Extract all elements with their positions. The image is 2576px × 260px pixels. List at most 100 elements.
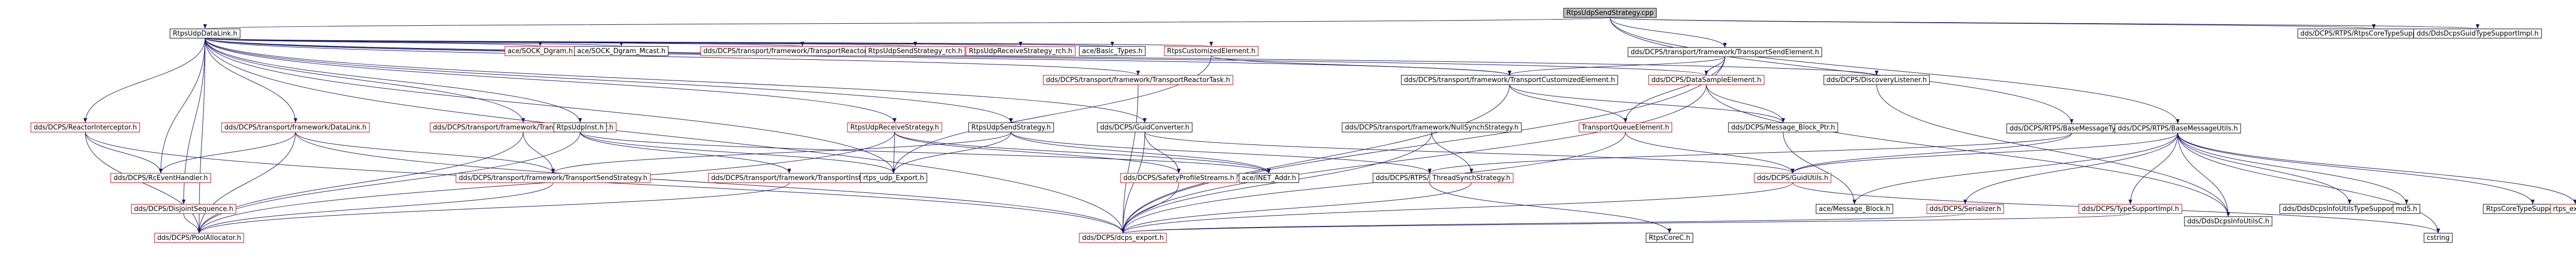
dependency-edge [580, 132, 895, 174]
node-label: RtpsUdpSendStrategy.cpp [1566, 9, 1654, 17]
include-node-n27[interactable]: dds/DCPS/Message_Block_Ptr.h [1728, 122, 1838, 133]
include-node-n47[interactable]: dds/DCPS/dcps_export.h [1079, 233, 1167, 243]
include-node-n46[interactable]: dds/DCPS/PoolAllocator.h [154, 233, 244, 243]
include-node-n2[interactable]: dds/DCPS/transport/framework/TransportSe… [1628, 47, 1822, 57]
include-node-n23[interactable]: RtpsUdpSendStrategy.h [968, 122, 1054, 133]
node-box [1429, 173, 1514, 183]
include-node-n17[interactable]: dds/DCPS/transport/framework/TransportCu… [1401, 75, 1618, 85]
dependency-edge [891, 132, 1011, 174]
dependency-edge [1509, 84, 1785, 123]
include-node-n22[interactable]: RtpsUdpReceiveStrategy.h [847, 122, 942, 133]
node-label: RtpsCustomizedElement.h [1167, 47, 1256, 55]
include-node-n4[interactable]: dds/DCPS/RTPS/BaseMessageUtils.h [2114, 123, 2241, 134]
node-box [847, 122, 942, 133]
dependency-edge [205, 38, 1878, 76]
dependency-edge [1431, 132, 1473, 174]
dependency-edges [83, 17, 2576, 234]
dependency-edge [891, 55, 1212, 174]
dependency-edge [197, 182, 790, 234]
node-box [1079, 46, 1146, 56]
dependency-edge [205, 38, 1013, 123]
node-label: cstring [2427, 234, 2449, 242]
dependency-edge [894, 132, 1271, 174]
dependency-edge [1623, 56, 1725, 123]
node-box [1401, 75, 1618, 85]
include-node-n26[interactable]: TransportQueueElement.h [1579, 122, 1672, 133]
node-box [860, 173, 927, 183]
node-label: dds/DCPS/PoolAllocator.h [157, 234, 241, 242]
dependency-edge [1791, 133, 2178, 174]
include-node-n13[interactable]: RtpsUdpReceiveStrategy_rch.h [965, 46, 1076, 56]
dependency-edge [1609, 17, 1727, 48]
node-box [30, 122, 140, 133]
include-node-n15[interactable]: RtpsCustomizedElement.h [1164, 46, 1259, 56]
dependency-edge [2177, 133, 2409, 205]
include-node-n33[interactable]: ace/INET_Addr.h [1239, 173, 1299, 183]
node-box [2184, 216, 2273, 226]
dependency-edge [2177, 133, 2352, 205]
dependency-edge [1011, 132, 1432, 174]
dependency-edge [2177, 133, 2230, 217]
node-label: dds/DCPS/GuidConverter.h [1100, 124, 1189, 132]
include-node-n49[interactable]: cstring [2424, 233, 2453, 243]
include-node-n32[interactable]: dds/DCPS/SafetyProfileStreams.h [1120, 173, 1238, 183]
node-box [1728, 122, 1838, 133]
node-label: dds/DdsDcpsGuidTypeSupportImpl.h [2416, 30, 2538, 38]
dependency-edge [1121, 84, 1510, 234]
node-box [1646, 233, 1693, 243]
include-node-n35[interactable]: ThreadSynchStrategy.h [1429, 173, 1514, 183]
include-node-n30[interactable]: dds/DCPS/transport/framework/TransportIn… [708, 173, 871, 183]
include-node-n39[interactable]: dds/DCPS/TypeSupportImpl.h [2078, 204, 2182, 214]
dependency-edge [523, 132, 555, 174]
dependency-edge [205, 38, 1147, 123]
node-box [2114, 123, 2241, 134]
include-node-n38[interactable]: dds/DCPS/Serializer.h [1926, 204, 2004, 214]
node-label: dds/DCPS/transport/framework/DataLink.h [224, 124, 366, 132]
include-node-n36[interactable]: dds/DCPS/GuidUtils.h [1754, 173, 1832, 183]
dependency-edge [197, 38, 206, 234]
dependency-edge [205, 38, 1212, 47]
node-box [131, 204, 236, 214]
node-label: RtpsUdpInst.h [556, 124, 604, 132]
include-node-n9[interactable]: ace/SOCK_Dgram.h [504, 46, 576, 56]
include-node-n44[interactable]: rtps_export.h [2550, 204, 2576, 214]
include-node-n24[interactable]: dds/DCPS/GuidConverter.h [1097, 122, 1193, 133]
include-node-n48[interactable]: RtpsCoreC.h [1646, 233, 1693, 243]
include-node-n11[interactable]: dds/DCPS/transport/framework/TransportRe… [700, 46, 905, 56]
node-label: dds/DCPS/RTPS/BaseMessageTypes.h [2009, 125, 2133, 133]
include-node-n18[interactable]: dds/DCPS/DataSampleElement.h [1648, 75, 1765, 85]
node-label: dds/DdsDcpsInfoUtilsTypeSupportImpl.h [2282, 205, 2416, 213]
include-node-n8[interactable]: dds/DCPS/transport/framework/DataLink.h [221, 122, 370, 133]
include-node-n6[interactable]: dds/DdsDcpsGuidTypeSupportImpl.h [2413, 28, 2542, 39]
include-node-n10[interactable]: ace/SOCK_Dgram_Mcast.h [574, 46, 669, 56]
dependency-edge [197, 132, 581, 234]
node-label: RtpsUdpDataLink.h [173, 30, 237, 38]
include-node-n45[interactable]: dds/DCPS/DisjointSequence.h [131, 204, 236, 214]
include-node-n25[interactable]: dds/DCPS/transport/framework/NullSynchSt… [1342, 122, 1522, 133]
node-box [574, 46, 669, 56]
include-node-n29[interactable]: dds/DCPS/transport/framework/TransportSe… [455, 173, 651, 183]
include-node-n42[interactable]: md5.h [2393, 204, 2420, 214]
include-node-n12[interactable]: RtpsUdpSendStrategy_rch.h [865, 46, 965, 56]
include-node-n37[interactable]: ace/Message_Block.h [1816, 204, 1893, 214]
dependency-edge [1783, 132, 1857, 205]
node-box [2424, 233, 2453, 243]
include-node-n31[interactable]: rtps_udp_Export.h [860, 173, 927, 183]
include-node-n1[interactable]: RtpsUdpDataLink.h [170, 28, 241, 39]
include-node-n16[interactable]: dds/DCPS/transport/framework/TransportRe… [1043, 75, 1233, 85]
include-node-n3[interactable]: dds/DCPS/RTPS/BaseMessageTypes.h [2006, 123, 2137, 134]
dependency-edge [1706, 84, 1785, 123]
node-box [1239, 173, 1299, 183]
node-box [221, 122, 370, 133]
dependency-edge [1121, 213, 2131, 234]
include-node-n21[interactable]: RtpsUdpInst.h [553, 122, 607, 133]
node-box [1563, 8, 1657, 18]
include-node-n19[interactable]: dds/DCPS/DiscoveryListener.h [1823, 75, 1930, 85]
include-node-n28[interactable]: dds/DCPS/RcEventHandler.h [110, 173, 211, 183]
dependency-edge [83, 38, 206, 123]
dependency-edge [159, 132, 296, 174]
include-node-n40[interactable]: dds/DdsDcpsInfoUtilsC.h [2184, 216, 2273, 226]
include-node-n7[interactable]: dds/DCPS/ReactorInterceptor.h [30, 122, 140, 133]
include-node-n14[interactable]: ace/Basic_Types.h [1079, 46, 1146, 56]
node-box [1079, 233, 1167, 243]
